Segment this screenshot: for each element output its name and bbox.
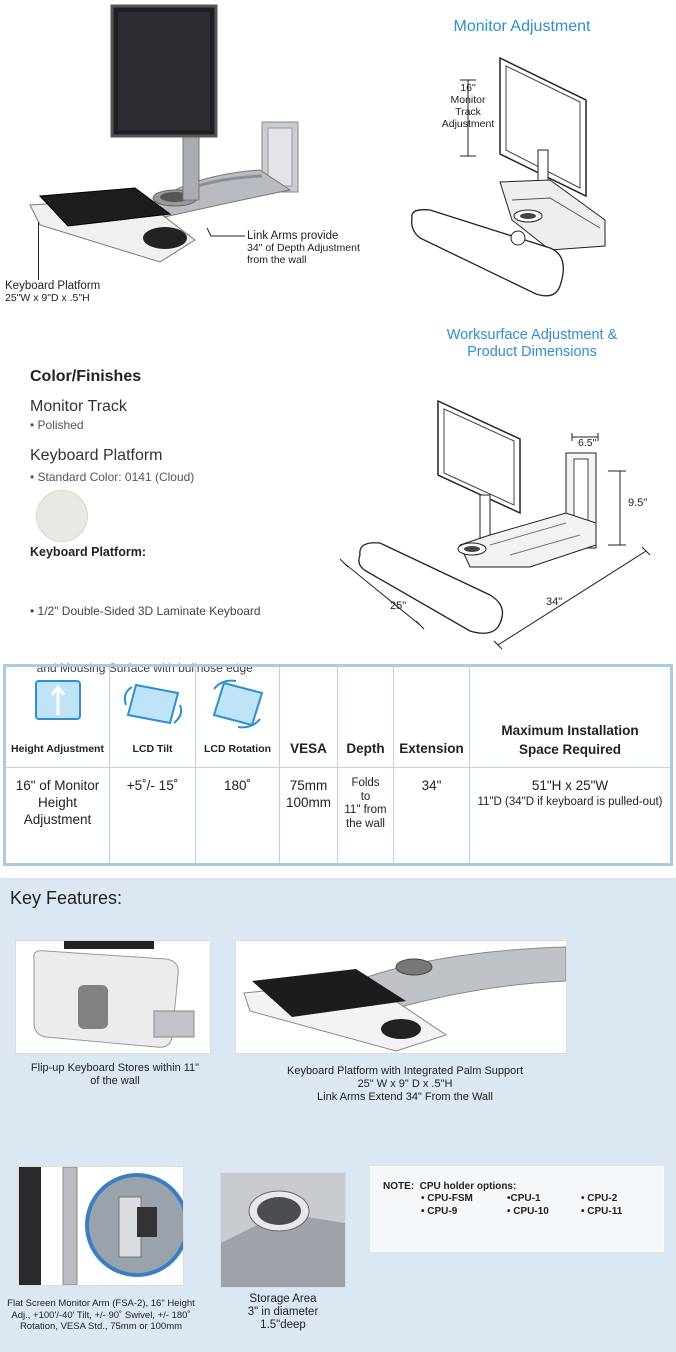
spec-value-line: the wall [346, 817, 385, 830]
cpu-note-label: NOTE: CPU holder options: [383, 1181, 517, 1192]
storage-caption: Storage Area 3" in diameter 1.5"deep [220, 1293, 346, 1332]
caption-line: of the wall [90, 1075, 140, 1087]
spec-header: Depth [346, 741, 385, 756]
caption-line: Adj., +100'/-40' Tilt, +/- 90˚ Swivel, +… [11, 1309, 191, 1321]
monitor-adjustment-diagram [400, 50, 620, 310]
caption-line: Link Arms Extend 34" From the Wall [317, 1091, 493, 1103]
link-arms-note-line: 34" of Depth Adjustment [247, 242, 360, 254]
caption-line: Storage Area [249, 1293, 317, 1305]
spec-value-line: 11"D (34"D if keyboard is pulled-out) [477, 796, 663, 808]
worksurface-title-line: Product Dimensions [467, 344, 597, 360]
track-note-line: 16" [460, 82, 476, 94]
spec-value-line: Folds [351, 777, 380, 789]
flip-up-caption: Flip-up Keyboard Stores within 11" of th… [15, 1062, 215, 1088]
dim-width: 25" [390, 600, 407, 612]
flip-up-keyboard-photo [15, 940, 211, 1054]
caption-line: Flat Screen Monitor Arm (FSA-2), 16" Hei… [7, 1298, 195, 1309]
spec-header: Extension [399, 741, 464, 756]
spec-value-height: 16" of Monitor Height Adjustment [6, 777, 109, 828]
cpu-option: • CPU-9 [421, 1206, 458, 1217]
monitor-track-detail: • Polished [30, 418, 84, 432]
storage-area-photo [220, 1172, 346, 1288]
link-arms-note: Link Arms provide 34" of Depth Adjustmen… [247, 230, 377, 266]
spec-value-line: Height [37, 795, 78, 810]
hero-product-image [0, 0, 380, 300]
height-adjustment-icon [32, 679, 84, 723]
spec-col-height: Height Adjustment 16" of Monitor Height … [6, 667, 110, 863]
caption-line: Keyboard Platform with Integrated Palm S… [286, 1065, 523, 1077]
caption-line: 25" W x 9" D x .5"H [357, 1078, 453, 1090]
cpu-option: • CPU-10 [507, 1206, 549, 1217]
spec-value-line: 100mm [285, 795, 331, 810]
keyboard-leader [38, 222, 44, 280]
link-arms-leader [205, 226, 245, 238]
spec-col-max-space: Maximum Installation Space Required 51"H… [470, 667, 670, 863]
caption-line: Flip-up Keyboard Stores within 11" [30, 1062, 200, 1074]
track-note-line: Track [455, 106, 481, 118]
spec-col-vesa: VESA 75mm 100mm [280, 667, 338, 863]
spec-header-divider [6, 767, 670, 768]
dim-depth-top: 6.5" [578, 437, 597, 449]
spec-table: Height Adjustment 16" of Monitor Height … [3, 664, 673, 866]
spec-value-rotation: 180˚ [223, 778, 252, 793]
spec-header: LCD Rotation [203, 743, 272, 755]
cpu-option: •CPU-1 [507, 1193, 541, 1204]
cpu-option: • CPU-11 [581, 1206, 623, 1217]
spec-header: VESA [290, 741, 327, 756]
spec-value-vesa: 75mm 100mm [280, 777, 337, 811]
spec-value-line: Adjustment [23, 812, 92, 827]
monitor-arm-caption: Flat Screen Monitor Arm (FSA-2), 16" Hei… [6, 1298, 196, 1333]
keyboard-platform-detail: • Standard Color: 0141 (Cloud) [30, 470, 195, 484]
keyboard-platform-caption: Keyboard Platform with Integrated Palm S… [260, 1065, 550, 1104]
platform-note-line: • 1/2" Double-Sided 3D Laminate Keyboard [30, 604, 261, 618]
platform-note-label: Keyboard Platform: [30, 545, 146, 559]
spec-value-depth: Folds to 11" from the wall [338, 777, 393, 831]
track-note-line: Monitor [450, 94, 486, 106]
cpu-holder-note: NOTE: CPU holder options: • CPU-FSM •CPU… [370, 1166, 664, 1252]
spec-value-line: to [360, 790, 371, 803]
spec-col-rotation: LCD Rotation 180˚ [196, 667, 280, 863]
finishes-title: Color/Finishes [30, 368, 142, 385]
spec-value-line: 11" from [344, 804, 387, 816]
lcd-rotation-icon [206, 677, 268, 731]
worksurface-title-line: Worksurface Adjustment & [446, 327, 618, 343]
track-note-line: Adjustment [441, 118, 495, 130]
keyboard-platform-label: Keyboard Platform [30, 447, 163, 464]
spec-value-max-space: 51"H x 25"W 11"D (34"D if keyboard is pu… [470, 777, 670, 811]
monitor-adjustment-title: Monitor Adjustment [453, 18, 591, 35]
caption-line: Rotation, VESA Std., 75mm or 100mm [19, 1321, 183, 1332]
cpu-option: • CPU-FSM [421, 1193, 473, 1204]
keyboard-note-line: Keyboard Platform [5, 280, 101, 292]
keyboard-note-line: 25"W x 9"D x .5"H [5, 292, 90, 304]
spec-value-line: 51"H x 25"W [531, 778, 609, 793]
monitor-track-note: 16" Monitor Track Adjustment [438, 82, 498, 130]
spec-value-tilt: +5˚/- 15˚ [126, 778, 179, 793]
link-arms-note-line: Link Arms provide [247, 230, 339, 242]
keyboard-note: Keyboard Platform 25"W x 9"D x .5"H [5, 280, 165, 304]
spec-col-depth: Depth Folds to 11" from the wall [338, 667, 394, 863]
worksurface-diagram [330, 395, 676, 660]
spec-col-extension: Extension 34" [394, 667, 470, 863]
features-title: Key Features: [10, 888, 123, 908]
lcd-tilt-icon [122, 679, 184, 729]
spec-header: Maximum Installation Space Required [501, 723, 639, 757]
caption-line: 1.5"deep [260, 1319, 306, 1331]
spec-col-tilt: LCD Tilt +5˚/- 15˚ [110, 667, 196, 863]
spec-value-extension: 34" [421, 778, 442, 793]
color-swatch-cloud [36, 490, 88, 542]
cpu-option: • CPU-2 [581, 1193, 618, 1204]
dim-height: 9.5" [628, 497, 648, 509]
caption-line: 3" in diameter [247, 1306, 319, 1318]
dim-extension: 34" [546, 596, 563, 608]
link-arms-note-line: from the wall [247, 254, 307, 266]
spec-header: Height Adjustment [11, 743, 104, 755]
spec-header: LCD Tilt [132, 743, 173, 755]
monitor-track-label: Monitor Track [30, 398, 127, 415]
keyboard-platform-photo [235, 940, 567, 1054]
monitor-arm-photo [18, 1166, 189, 1286]
worksurface-title: Worksurface Adjustment & Product Dimensi… [430, 327, 634, 361]
spec-value-line: 75mm [289, 778, 328, 793]
spec-value-line: 16" of Monitor [15, 778, 100, 793]
